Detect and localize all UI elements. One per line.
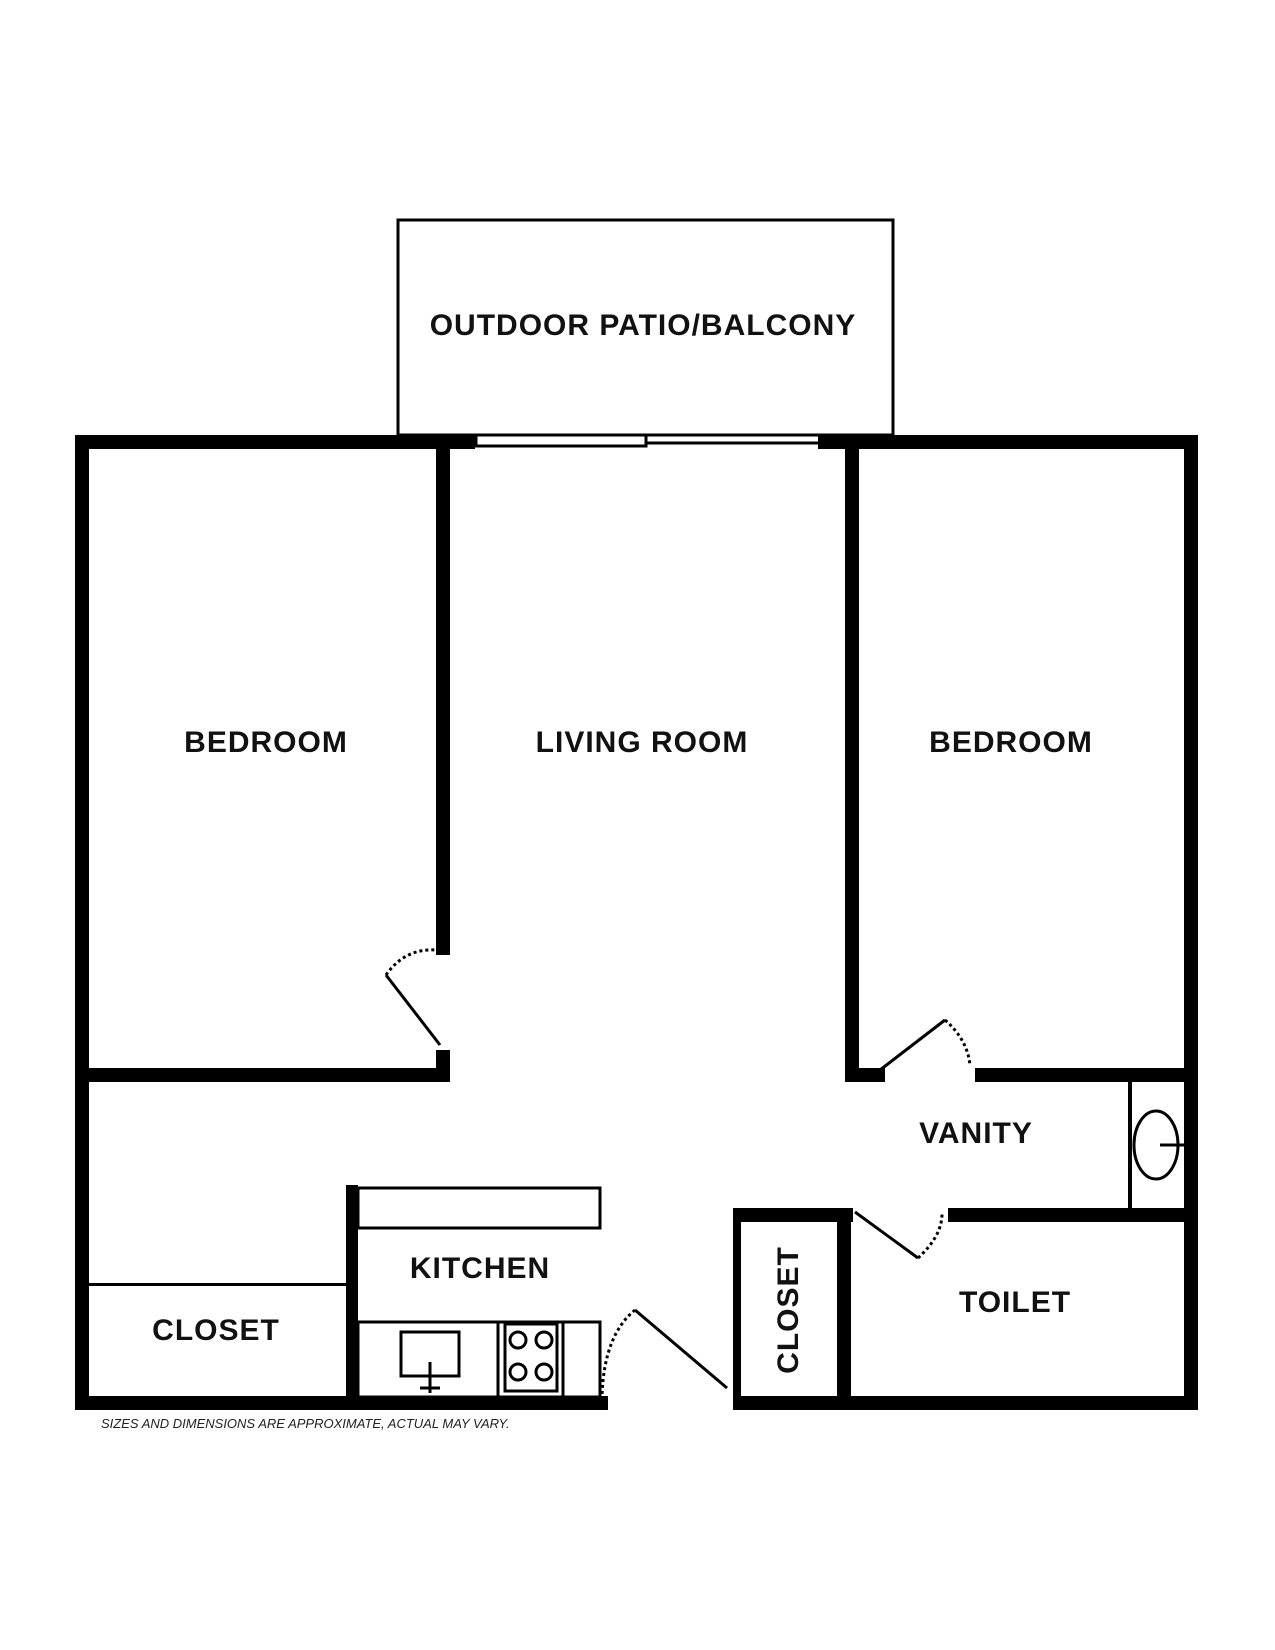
stove-icon	[503, 1322, 559, 1393]
bathroom-sink-icon	[1132, 1109, 1184, 1181]
vanity-label: VANITY	[919, 1117, 1033, 1150]
closet-center-label: CLOSET	[772, 1246, 805, 1374]
interior-walls	[75, 435, 1198, 1410]
exterior-walls	[75, 435, 1198, 1410]
kitchen-lower-counter	[356, 1320, 602, 1399]
patio-label: OUTDOOR PATIO/BALCONY	[430, 309, 857, 342]
closet-left-label: CLOSET	[152, 1314, 280, 1347]
toilet-label: TOILET	[959, 1286, 1071, 1319]
doors	[384, 948, 972, 1397]
bedroom-right-label: BEDROOM	[929, 726, 1093, 759]
kitchen-upper-counter	[356, 1186, 602, 1230]
kitchen-sink-icon	[399, 1330, 461, 1393]
disclaimer-text: SIZES AND DIMENSIONS ARE APPROXIMATE, AC…	[101, 1416, 510, 1431]
kitchen-label: KITCHEN	[410, 1252, 550, 1285]
sliding-door	[474, 433, 818, 448]
closet-left-shelf	[89, 1283, 346, 1286]
bedroom-left-label: BEDROOM	[184, 726, 348, 759]
living-room-label: LIVING ROOM	[536, 726, 749, 759]
